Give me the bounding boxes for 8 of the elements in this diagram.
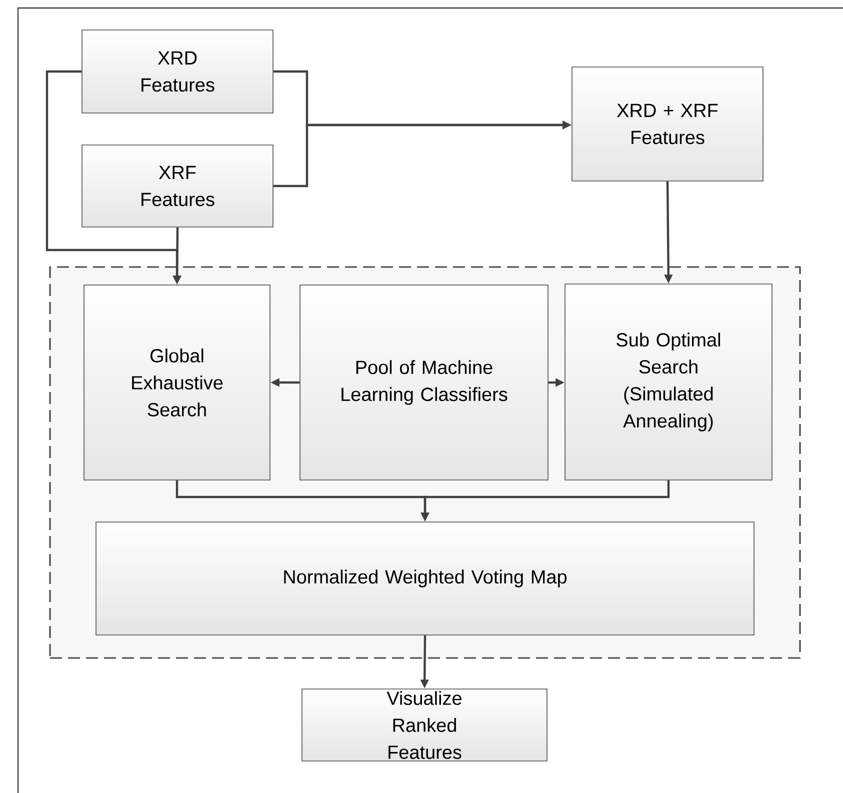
- process-box: Pool of Machine Learning Classifiers: [300, 284, 548, 480]
- process-box: Global Exhaustive Search: [84, 284, 270, 480]
- process-box: XRD + XRF Features: [572, 66, 764, 182]
- process-box: Normalized Weighted Voting Map: [96, 522, 754, 636]
- process-box: XRD Features: [82, 30, 274, 114]
- process-box: XRF Features: [82, 144, 274, 228]
- process-box: Sub Optimal Search (Simulated Annealing): [564, 284, 772, 480]
- process-box: Visualize Ranked Features: [302, 688, 548, 762]
